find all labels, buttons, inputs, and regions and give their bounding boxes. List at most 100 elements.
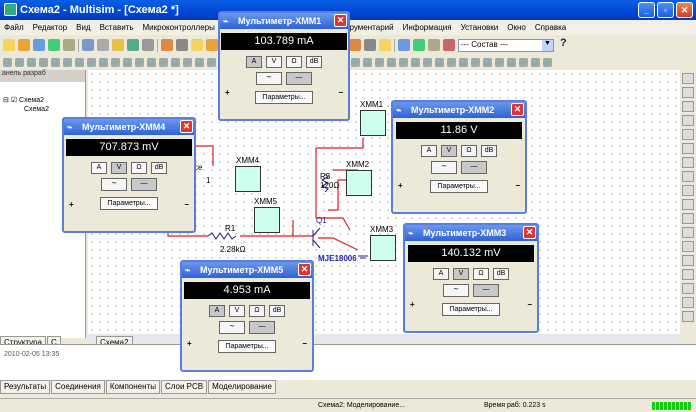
tab-pcb-layers[interactable]: Слои PCB	[160, 380, 208, 394]
wiring-tool-icon[interactable]	[459, 58, 468, 67]
wiring-tool-icon[interactable]	[495, 58, 504, 67]
meter-titlebar[interactable]: ⌁ Мультиметр-XMM3 ✕	[405, 225, 537, 241]
instrument-button[interactable]	[682, 185, 694, 196]
toolbar-button-icon[interactable]	[33, 39, 45, 51]
menu-mcu[interactable]: Микроконтроллеры	[142, 23, 215, 32]
wiring-tool-icon[interactable]	[147, 58, 156, 67]
wiring-tool-icon[interactable]	[171, 58, 180, 67]
instrument-button[interactable]	[682, 115, 694, 126]
help-icon[interactable]: ?	[560, 37, 567, 49]
meter-mode-ohm-button[interactable]: Ω	[461, 145, 477, 157]
dc-mode-button[interactable]: —	[286, 72, 312, 85]
meter-mode-db-button[interactable]: dB	[269, 305, 285, 317]
tree-root[interactable]: ⊟ ☑ Схема2	[3, 97, 44, 104]
instrument-button[interactable]	[682, 129, 694, 140]
menu-edit[interactable]: Редактор	[32, 23, 68, 32]
wiring-tool-icon[interactable]	[27, 58, 36, 67]
wiring-tool-icon[interactable]	[15, 58, 24, 67]
menu-tools[interactable]: струментарий	[341, 23, 394, 32]
wiring-tool-icon[interactable]	[3, 58, 12, 67]
xmm4-symbol[interactable]	[235, 166, 261, 192]
menu-options[interactable]: Установки	[460, 23, 499, 32]
ac-mode-button[interactable]: ∼	[431, 161, 457, 174]
wiring-tool-icon[interactable]	[99, 58, 108, 67]
wiring-tool-icon[interactable]	[387, 58, 396, 67]
toolbar-button-icon[interactable]	[142, 39, 154, 51]
ac-mode-button[interactable]: ∼	[219, 321, 245, 334]
wiring-tool-icon[interactable]	[39, 58, 48, 67]
meter-mode-a-button[interactable]: A	[433, 268, 449, 280]
tab-connections[interactable]: Соединения	[51, 380, 105, 394]
meter-titlebar[interactable]: ⌁ Мультиметр-XMM2 ✕	[393, 102, 525, 118]
menu-file[interactable]: Файл	[4, 23, 24, 32]
meter-close-button[interactable]: ✕	[523, 226, 536, 239]
meter-mode-ohm-button[interactable]: Ω	[249, 305, 265, 317]
wiring-tool-icon[interactable]	[135, 58, 144, 67]
wiring-tool-icon[interactable]	[351, 58, 360, 67]
wiring-tool-icon[interactable]	[423, 58, 432, 67]
dc-mode-button[interactable]: —	[473, 284, 499, 297]
toolbar-button-icon[interactable]	[398, 39, 410, 51]
wiring-tool-icon[interactable]	[375, 58, 384, 67]
wiring-tool-icon[interactable]	[159, 58, 168, 67]
meter-mode-v-button[interactable]: V	[229, 305, 245, 317]
meter-mode-v-button[interactable]: V	[111, 162, 127, 174]
toolbar-button-icon[interactable]	[161, 39, 173, 51]
meter-params-button[interactable]: Параметры...	[255, 91, 313, 104]
meter-mode-db-button[interactable]: dB	[481, 145, 497, 157]
menu-info[interactable]: Информация	[402, 23, 452, 32]
meter-mode-ohm-button[interactable]: Ω	[131, 162, 147, 174]
wiring-tool-icon[interactable]	[471, 58, 480, 67]
wiring-tool-icon[interactable]	[123, 58, 132, 67]
meter-mode-db-button[interactable]: dB	[151, 162, 167, 174]
wiring-tool-icon[interactable]	[399, 58, 408, 67]
wiring-tool-icon[interactable]	[483, 58, 492, 67]
meter-params-button[interactable]: Параметры...	[218, 340, 276, 353]
toolbar-button-icon[interactable]	[127, 39, 139, 51]
tree-child[interactable]: Схема2	[24, 106, 49, 113]
meter-mode-db-button[interactable]: dB	[306, 56, 322, 68]
instrument-button[interactable]	[682, 297, 694, 308]
ac-mode-button[interactable]: ∼	[443, 284, 469, 297]
instrument-button[interactable]	[682, 87, 694, 98]
component-dropdown[interactable]: --- Состав ---▼	[458, 39, 554, 52]
meter-close-button[interactable]: ✕	[298, 263, 311, 276]
wiring-tool-icon[interactable]	[183, 58, 192, 67]
ac-mode-button[interactable]: ∼	[256, 72, 282, 85]
meter-mode-v-button[interactable]: V	[266, 56, 282, 68]
meter-mode-a-button[interactable]: A	[209, 305, 225, 317]
instrument-button[interactable]	[682, 213, 694, 224]
meter-params-button[interactable]: Параметры...	[100, 197, 158, 210]
meter-mode-ohm-button[interactable]: Ω	[473, 268, 489, 280]
wiring-tool-icon[interactable]	[543, 58, 552, 67]
toolbar-button-icon[interactable]	[349, 39, 361, 51]
menu-help[interactable]: Справка	[534, 23, 567, 32]
wiring-tool-icon[interactable]	[111, 58, 120, 67]
instrument-button[interactable]	[682, 255, 694, 266]
toolbar-button-icon[interactable]	[364, 39, 376, 51]
wiring-tool-icon[interactable]	[63, 58, 72, 67]
maximize-button[interactable]: ▫	[657, 2, 674, 18]
toolbar-button-icon[interactable]	[18, 39, 30, 51]
wiring-tool-icon[interactable]	[531, 58, 540, 67]
toolbar-button-icon[interactable]	[206, 39, 218, 51]
instrument-button[interactable]	[682, 269, 694, 280]
instrument-button[interactable]	[682, 171, 694, 182]
xmm5-symbol[interactable]	[254, 207, 280, 233]
meter-params-button[interactable]: Параметры...	[442, 303, 500, 316]
meter-titlebar[interactable]: ⌁ Мультиметр-XMM4 ✕	[64, 119, 194, 135]
toolbar-button-icon[interactable]	[379, 39, 391, 51]
wiring-tool-icon[interactable]	[195, 58, 204, 67]
wiring-tool-icon[interactable]	[507, 58, 516, 67]
wiring-tool-icon[interactable]	[411, 58, 420, 67]
wiring-tool-icon[interactable]	[207, 58, 216, 67]
instrument-button[interactable]	[682, 73, 694, 84]
wiring-tool-icon[interactable]	[87, 58, 96, 67]
xmm1-symbol[interactable]	[360, 110, 386, 136]
instrument-button[interactable]	[682, 143, 694, 154]
toolbar-button-icon[interactable]	[97, 39, 109, 51]
toolbar-button-icon[interactable]	[443, 39, 455, 51]
